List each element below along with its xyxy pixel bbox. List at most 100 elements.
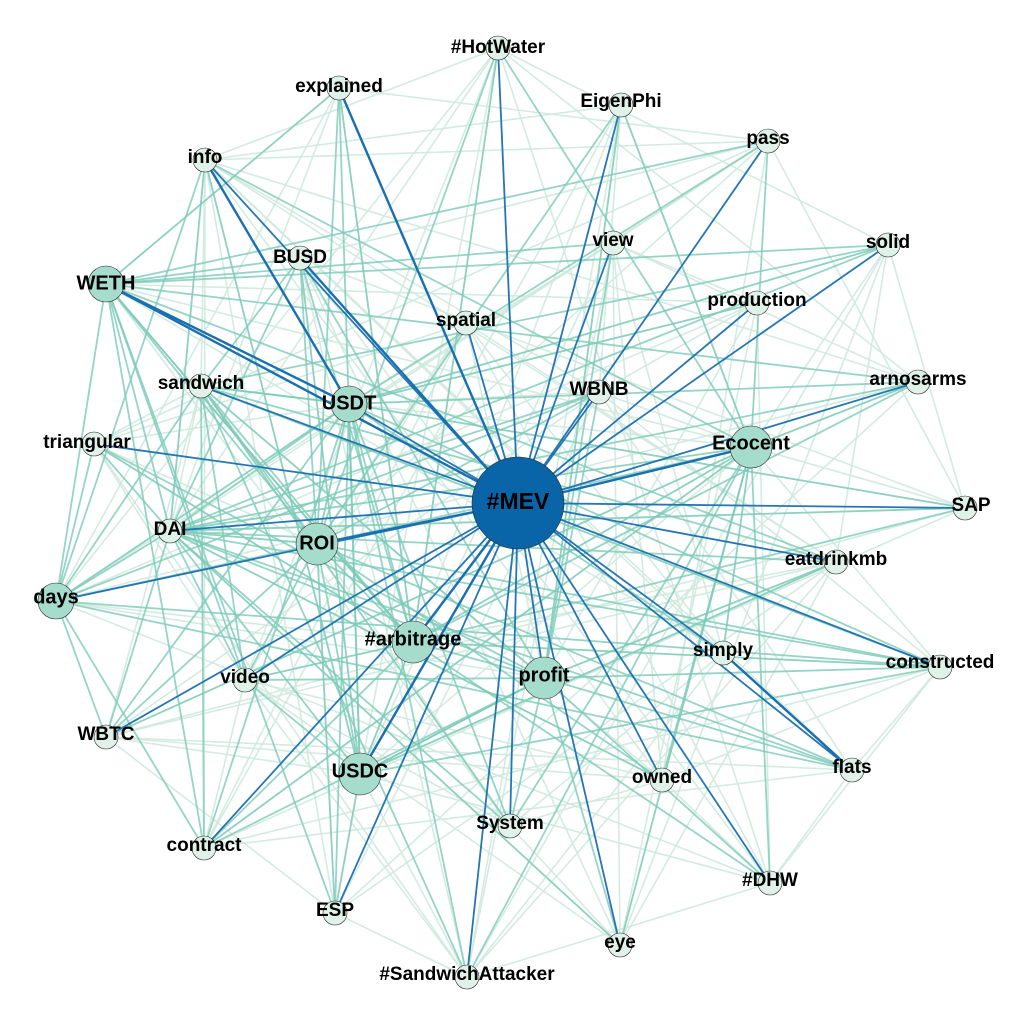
edge-sandwich-solid (200, 244, 889, 387)
edge-eigenphi-arbitrage (412, 104, 622, 643)
edge-weth-ecocent (105, 283, 752, 448)
edge-arbitrage-busd (299, 257, 414, 643)
edge-mev-dhw (517, 502, 771, 884)
node-label-explained: explained (295, 76, 383, 97)
edge-arbitrage-contract (203, 641, 414, 849)
edge-wbnb-constructed (598, 391, 941, 668)
edge-mev-arnosarms (517, 381, 919, 504)
node-hotwater (485, 35, 511, 61)
edge-ecocent-arbitrage (412, 446, 752, 643)
edge-sandwich-sandwichattacker (200, 385, 468, 978)
node-label-mev: #MEV (487, 488, 550, 514)
edge-dai-solid (169, 244, 889, 532)
node-label-flats: flats (832, 757, 871, 778)
node-constructed (927, 654, 953, 680)
edge-days-wbnb (55, 391, 600, 602)
edge-video-contract (203, 679, 246, 849)
node-label-eigenphi: EigenPhi (580, 91, 661, 112)
edge-roi-wbtc (105, 543, 318, 738)
edge-weth-solid (105, 244, 889, 285)
edge-hotwater-video (244, 47, 499, 681)
edge-mev-dai (169, 502, 519, 532)
edge-production-wbnb (598, 302, 758, 393)
edge-usdc-roi (316, 543, 361, 775)
node-label-arbitrage: #arbitrage (365, 628, 462, 650)
edge-wbtc-usdc (105, 736, 361, 775)
edge-info-usdt (203, 159, 351, 405)
edge-ecocent-eye (619, 446, 752, 946)
edge-arbitrage-triangular (93, 443, 414, 643)
edge-weth-contract (105, 283, 205, 849)
edge-sandwich-contract (200, 385, 205, 849)
edge-dai-roi (169, 530, 318, 545)
edge-busd-dhw (299, 257, 771, 884)
edge-sandwich-busd (200, 257, 301, 387)
node-sandwich (188, 373, 214, 399)
edge-production-days (55, 302, 758, 602)
edge-sandwich-system (200, 385, 511, 827)
nodes-layer (37, 35, 978, 990)
edge-usdc-mev (358, 502, 520, 775)
edge-dai-weth (105, 283, 171, 532)
edge-weth-production (105, 283, 758, 304)
node-label-sap: SAP (951, 495, 990, 516)
node-wbtc (93, 724, 119, 750)
node-label-wbtc: WBTC (78, 724, 135, 745)
node-label-wbnb: WBNB (569, 379, 628, 400)
edge-weth-explained (105, 87, 340, 285)
edge-flats-contract (203, 769, 853, 849)
edge-info-contract (203, 159, 206, 849)
edge-days-constructed (55, 600, 941, 668)
node-busd (287, 245, 313, 271)
edge-flats-dhw (769, 769, 853, 884)
node-label-hotwater: #HotWater (451, 37, 546, 58)
node-label-dhw: #DHW (742, 870, 798, 891)
edge-info-pass (204, 140, 769, 161)
edge-pass-busd (299, 140, 769, 259)
edge-mev-sap (517, 502, 966, 509)
edge-system-eye (509, 825, 621, 946)
edge-production-dhw (756, 302, 771, 884)
edge-pass-sap (767, 140, 966, 509)
node-flats (839, 757, 865, 783)
edge-mev-contract (203, 502, 519, 849)
edge-roi-busd (299, 257, 318, 545)
edge-mev-solid (517, 244, 889, 504)
edge-mev-eigenphi (517, 104, 622, 504)
edge-wbtc-flats (105, 736, 853, 771)
edge-eatdrinkmb-sandwichattacker (466, 561, 837, 978)
edge-weth-view (105, 242, 614, 285)
node-label-weth: WETH (77, 272, 136, 294)
edge-dai-wbtc (105, 530, 171, 738)
edge-explained-days (55, 87, 340, 602)
edge-days-profit (55, 600, 545, 679)
edge-hotwater-arnosarms (497, 47, 919, 383)
edge-dai-info (169, 159, 206, 532)
edge-explained-mev (337, 87, 520, 504)
edge-arbitrage-hotwater (412, 47, 499, 643)
edge-ecocent-arnosarms (750, 381, 919, 448)
edge-days-arbitrage (55, 600, 414, 643)
edge-ecocent-sap (750, 446, 966, 509)
edge-mev-wbtc (105, 502, 519, 738)
edge-weth-busd (105, 257, 301, 285)
node-label-triangular: triangular (43, 432, 131, 453)
node-label-production: production (707, 290, 806, 311)
node-label-video: video (220, 667, 270, 688)
node-info (192, 147, 218, 173)
edge-mev-system (509, 502, 519, 827)
edge-ecocent-eigenphi (620, 104, 752, 448)
node-label-constructed: constructed (886, 652, 995, 673)
edge-spatial-contract (203, 322, 467, 849)
edge-usdc-esp (334, 773, 361, 914)
edge-video-sandwichattacker (244, 679, 468, 978)
node-production (744, 290, 770, 316)
node-label-solid: solid (866, 232, 910, 253)
edge-roi-constructed (316, 543, 941, 668)
node-label-contract: contract (167, 835, 243, 856)
node-label-usdt: USDT (322, 392, 376, 414)
edge-ecocent-dhw (750, 446, 771, 884)
edge-dai-days (55, 530, 171, 602)
edge-arbitrage-dhw (412, 641, 771, 884)
